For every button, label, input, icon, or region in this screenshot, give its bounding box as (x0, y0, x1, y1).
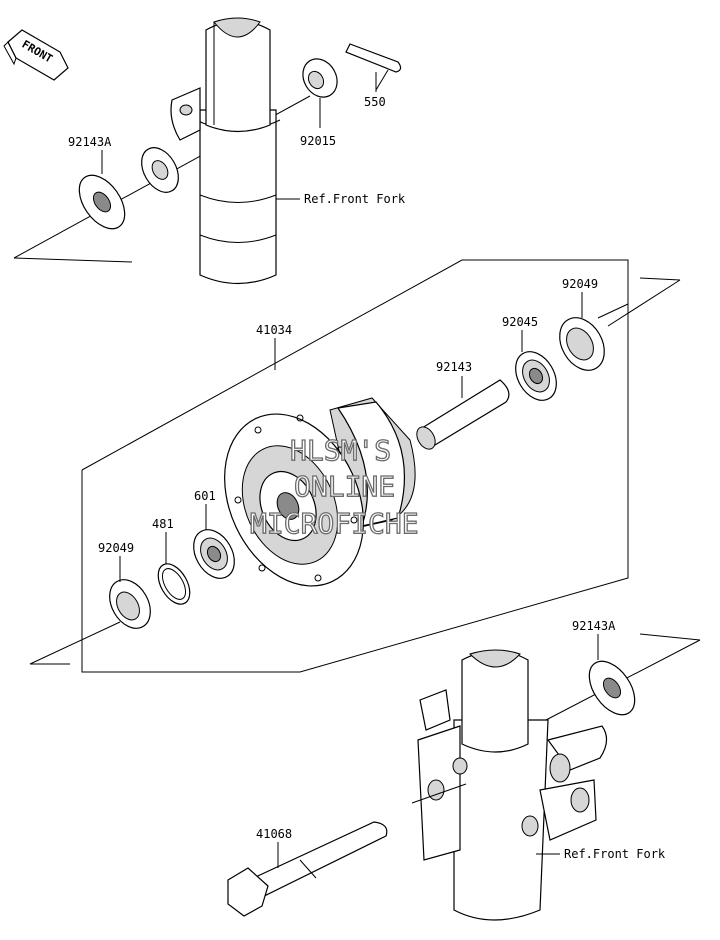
circlip-481 (157, 563, 191, 605)
part-label-601[interactable]: 601 (194, 489, 216, 503)
part-label-92049-right[interactable]: 92049 (562, 277, 598, 291)
seal-92049-left (109, 579, 151, 629)
ref-front-fork-top[interactable]: Ref.Front Fork (304, 192, 406, 206)
watermark: HLSM'S ONLINE MICROFICHE (249, 433, 419, 540)
seal-92049-right (559, 317, 605, 371)
part-label-550[interactable]: 550 (364, 95, 386, 109)
front-arrow-icon: FRONT (3, 29, 69, 81)
spacer-92143 (416, 379, 510, 450)
bearing-92045 (515, 351, 557, 401)
part-label-92015[interactable]: 92015 (300, 134, 336, 148)
hub (224, 397, 416, 587)
front-fork-bottom (227, 633, 701, 921)
hub-group-frame (29, 259, 681, 673)
part-label-481[interactable]: 481 (152, 517, 174, 531)
part-label-92049-left[interactable]: 92049 (98, 541, 134, 555)
watermark-line-2: ONLINE (294, 470, 395, 503)
bearing-601 (193, 529, 235, 579)
part-label-92045[interactable]: 92045 (502, 315, 538, 329)
part-label-41068[interactable]: 41068 (256, 827, 292, 841)
front-fork-top (13, 17, 402, 284)
watermark-line-1: HLSM'S (290, 434, 391, 467)
ref-front-fork-bottom[interactable]: Ref.Front Fork (564, 847, 666, 861)
part-label-92143A-top[interactable]: 92143A (68, 135, 112, 149)
watermark-line-3: MICROFICHE (250, 507, 419, 540)
part-label-92143[interactable]: 92143 (436, 360, 472, 374)
part-label-41034[interactable]: 41034 (256, 323, 292, 337)
part-label-92143A-bottom[interactable]: 92143A (572, 619, 616, 633)
